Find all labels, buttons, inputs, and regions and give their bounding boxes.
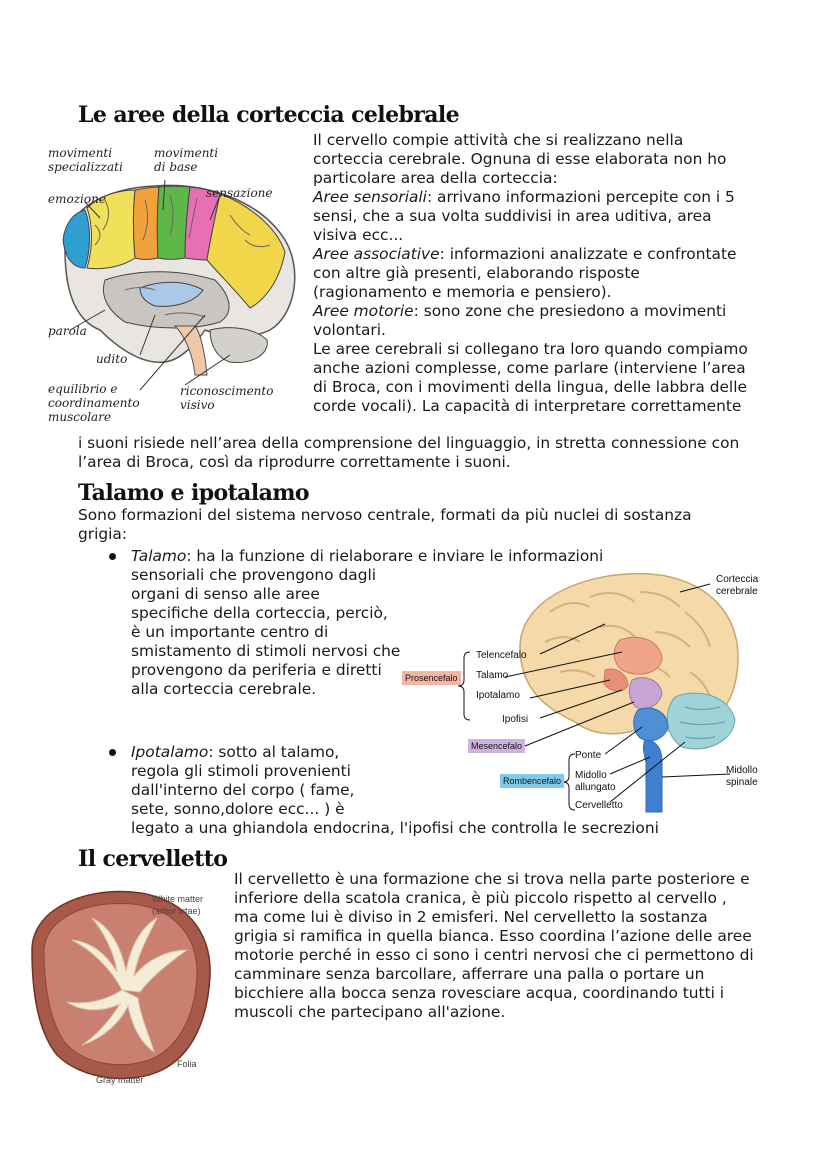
motor-areas-paragraph: Aree motorie: sono zone che presiedono a… xyxy=(313,302,758,340)
arbor-vitae xyxy=(66,916,189,1054)
label-emotion: emozione xyxy=(48,192,106,206)
cerebellum-text: Il cervelletto è una formazione che si t… xyxy=(234,870,754,1021)
label-rhombencephalon: Rombencefalo xyxy=(500,774,565,788)
label-speech: parola xyxy=(48,324,87,338)
talamo-line1: Talamo: ha la funzione di rielaborare e … xyxy=(131,547,751,566)
section-title-thalamus: Talamo e ipotalamo xyxy=(78,480,310,506)
ipotalamo-text: Ipotalamo: sotto al talamo, regola gli s… xyxy=(131,743,391,819)
bullet-talamo xyxy=(109,553,116,560)
cerebellum-shape xyxy=(209,327,268,364)
label-cortex-cerebral: Corteccia cerebrale xyxy=(716,574,759,597)
cerebellum-diagram xyxy=(22,880,232,1090)
sensory-areas-text: : arrivano informazioni percepite con i … xyxy=(313,188,735,244)
pons-shape xyxy=(633,707,669,742)
label-white-matter: White matter (arbor vitae) xyxy=(152,894,204,916)
thalamus-intro: Sono formazioni del sistema nervoso cent… xyxy=(78,506,692,543)
ipotalamo-last-line: legato a una ghiandola endocrina, l'ipof… xyxy=(131,819,659,837)
motor-areas-text: : sono zone che presiedono a movimenti v… xyxy=(313,302,727,339)
label-pons: Ponte xyxy=(575,750,602,761)
talamo-term: Talamo xyxy=(131,547,187,565)
medulla-shape xyxy=(642,739,663,813)
label-sensation: sensazione xyxy=(206,186,273,200)
label-hypophysis: Ipofisi xyxy=(502,714,529,725)
label-prosencephalon: Prosencefalo xyxy=(402,671,461,685)
label-specialized-movements: movimenti specializzati xyxy=(48,146,123,174)
thalamus-shape xyxy=(613,636,663,675)
brain-sagittal-image xyxy=(457,572,739,813)
hearing-area xyxy=(139,281,204,307)
sensory-areas-term: Aree sensoriali xyxy=(313,188,427,206)
label-thalamus: Talamo xyxy=(476,670,509,681)
label-folia: Folia xyxy=(177,1059,197,1069)
label-spinal-cord: Midollo spinale xyxy=(726,765,758,788)
cortex-intro: Il cervello compie attività che si reali… xyxy=(313,131,727,187)
brain-sagittal-diagram xyxy=(400,562,780,814)
associative-areas-term: Aree associative xyxy=(313,245,440,263)
associative-areas-paragraph: Aree associative: informazioni analizzat… xyxy=(313,245,758,302)
label-telencephalon: Telencefalo xyxy=(476,650,527,661)
cortex-full-paragraph: i suoni risiede nell’area della comprens… xyxy=(78,434,740,471)
emotion-area xyxy=(62,209,90,269)
section-title-cortex: Le aree della corteccia celebrale xyxy=(78,102,460,128)
label-medulla-oblongata: Midollo allungato xyxy=(575,770,616,793)
label-visual-recognition: riconoscimento visivo xyxy=(180,384,274,412)
talamo-first-line: : ha la funzione di rielaborare e inviar… xyxy=(186,547,604,565)
label-cerebellum: Cervelletto xyxy=(575,800,623,811)
specialized-movement-area xyxy=(133,186,160,260)
label-hypothalamus: Ipotalamo xyxy=(476,690,520,701)
parietal-yellow-area xyxy=(206,193,286,309)
associative-areas-text: : informazioni analizzate e confrontate … xyxy=(313,245,737,301)
talamo-rest: sensoriali che provengono dagli organi d… xyxy=(131,566,401,698)
cortex-links-paragraph: Le aree cerebrali si collegano tra loro … xyxy=(313,340,748,415)
label-gray-matter: Gray matter xyxy=(96,1075,144,1085)
sensory-areas-paragraph: Aree sensoriali: arrivano informazioni p… xyxy=(313,188,758,245)
cortex-text: Il cervello compie attività che si reali… xyxy=(313,131,758,416)
brain-cortex-image xyxy=(62,179,296,391)
section-title-cerebellum: Il cervelletto xyxy=(78,846,228,872)
ipotalamo-desc: : sotto al talamo, regola gli stimoli pr… xyxy=(131,743,355,818)
cerebellum-image xyxy=(31,890,211,1080)
label-basic-movements: movimenti di base xyxy=(154,146,219,174)
motor-areas-term: Aree motorie xyxy=(313,302,414,320)
bullet-ipotalamo xyxy=(109,749,116,756)
cortex-areas-diagram xyxy=(45,140,300,430)
label-hearing: udito xyxy=(96,352,128,366)
midbrain-shape xyxy=(628,677,663,710)
label-balance: equilibrio e coordinamento muscolare xyxy=(48,382,140,424)
ipotalamo-term: Ipotalamo xyxy=(131,743,209,761)
label-mesencephalon: Mesencefalo xyxy=(468,739,526,753)
hypothalamus-shape xyxy=(603,668,629,692)
